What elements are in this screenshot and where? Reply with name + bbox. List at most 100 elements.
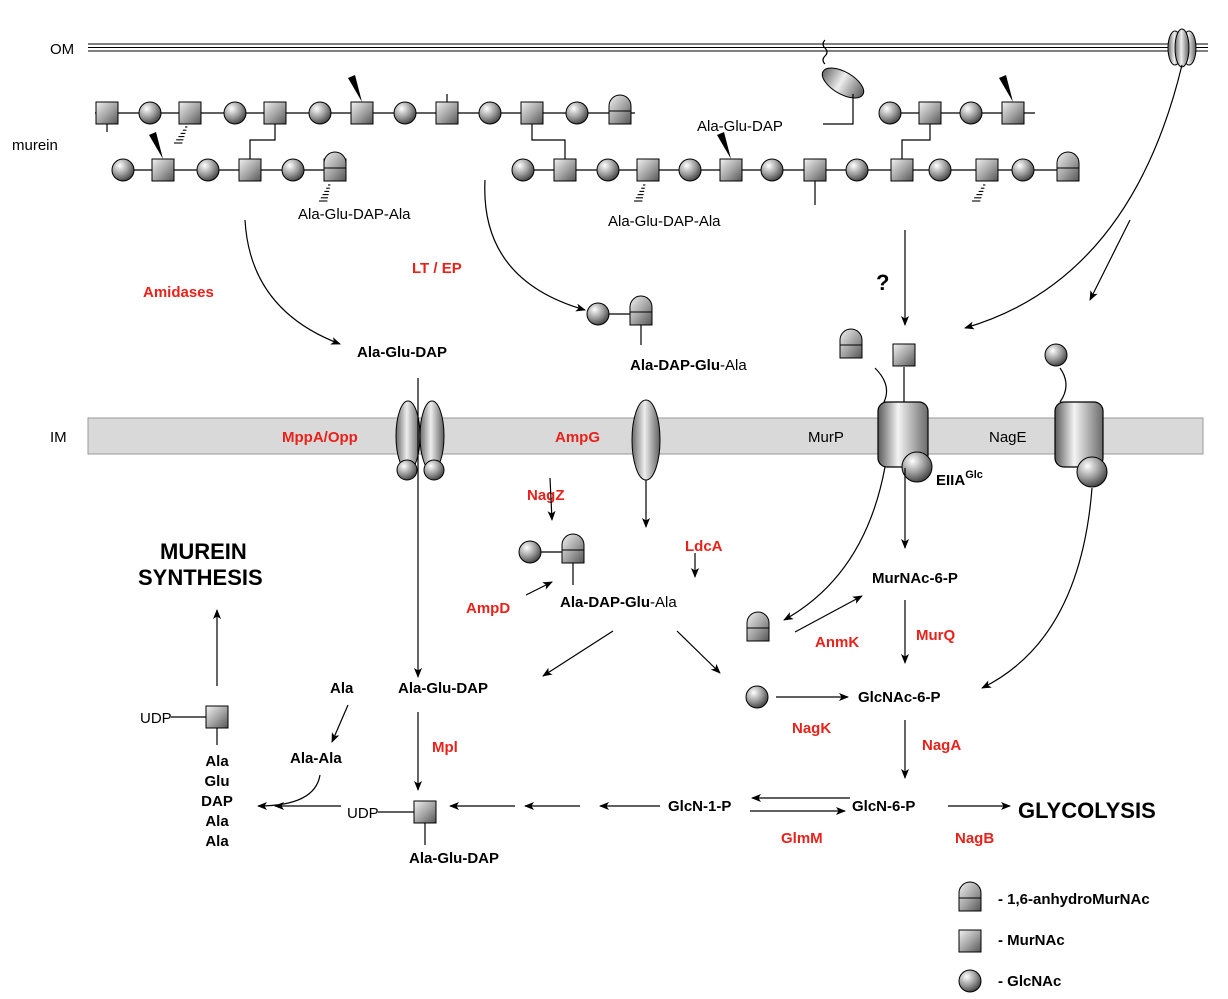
enzyme-amidases: Amidases: [143, 284, 214, 301]
murnac-icon: [1002, 102, 1024, 124]
ampg-transporter: [632, 400, 660, 480]
glcn-1-p: GlcN-1-P: [668, 798, 731, 815]
murnac-icon: [637, 159, 659, 181]
enzyme-glmm: GlmM: [781, 830, 823, 847]
glcnac-icon: [139, 102, 161, 124]
om-porin: [1168, 29, 1196, 67]
enzyme-ampg: AmpG: [555, 429, 600, 446]
glcnac-icon: [512, 159, 534, 181]
ala-ala-label: Ala-Ala: [290, 750, 342, 767]
murnac-icon: [179, 102, 201, 124]
enzyme-naga: NagA: [922, 737, 961, 754]
murp-entry: [875, 368, 887, 402]
enzyme-lt-ep: LT / EP: [412, 260, 462, 277]
glcnac-icon: [960, 102, 982, 124]
arrow-ala: [332, 705, 348, 742]
anhydromurnac-icon: [959, 882, 981, 911]
enzyme-ldca: LdcA: [685, 538, 723, 555]
wedge-bond: [348, 75, 362, 102]
legend: - 1,6-anhydroMurNAc - MurNAc - GlcNAc: [959, 882, 1150, 992]
arrow-lt-ep: [485, 180, 585, 310]
murein-synthesis-line-2: SYNTHESIS: [138, 565, 263, 590]
lipoprotein: [818, 40, 869, 124]
enzyme-nagb: NagB: [955, 830, 994, 847]
pentapeptide-residue: Ala: [205, 753, 229, 770]
pentapeptide-residue: Glu: [205, 773, 230, 790]
murnac-icon: [521, 102, 543, 124]
legend-anhydromurnac-label: - 1,6-anhydroMurNAc: [998, 891, 1150, 908]
glcnac-icon: [282, 159, 304, 181]
murnac-icon: [976, 159, 998, 181]
pentapeptide-residue: Ala: [205, 833, 229, 850]
legend-anhydromurnac-icon: [959, 882, 981, 911]
glcnac-icon: [746, 686, 768, 708]
anhydromurnac-icon: [324, 152, 346, 181]
glcnac-icon: [587, 303, 609, 325]
arrow-murp-anhydro: [784, 467, 885, 620]
murnac-icon: [264, 102, 286, 124]
glcnac-icon: [519, 541, 541, 563]
anhydromurnac-icon: [609, 95, 631, 124]
glcnac-icon: [112, 159, 134, 181]
murein-synthesis-line-1: MUREIN: [160, 539, 247, 564]
pentapeptide-residue: DAP: [201, 793, 233, 810]
arrow-porin-glcnac: [1090, 220, 1130, 300]
anhydromurnac-icon: [747, 612, 769, 641]
murnac-icon: [351, 102, 373, 124]
wedge-bond: [999, 75, 1013, 102]
murnac-icon: [893, 344, 915, 366]
legend-glcnac-icon: [959, 970, 981, 992]
anhydromurnac-icon: [1057, 152, 1079, 181]
cyto-muropeptide-peptide: Ala-DAP-Glu-Ala: [560, 594, 677, 611]
glcnac-icon: [479, 102, 501, 124]
arrow-nage-glcnac6p: [982, 488, 1092, 688]
glcnac-icon: [959, 970, 981, 992]
nage-transporter: [1055, 402, 1107, 487]
stem-peptide-left: Ala-Glu-DAP-Ala: [298, 206, 411, 223]
arrow-porin-murnac: [965, 65, 1182, 328]
tripeptide-periplasm: Ala-Glu-DAP: [357, 344, 447, 361]
murnac-icon: [959, 930, 981, 952]
inner-membrane-label: IM: [50, 429, 67, 446]
udp-label-tripeptide: UDP: [347, 805, 379, 822]
glcnac-icon: [566, 102, 588, 124]
outer-membrane: [88, 44, 1208, 51]
glcnac-icon: [309, 102, 331, 124]
legend-murnac-icon: [959, 930, 981, 952]
enzyme-nagz: NagZ: [527, 487, 565, 504]
ala-label: Ala: [330, 680, 354, 697]
arrow-anmk: [795, 596, 862, 632]
arrow-ala-ala: [258, 775, 320, 806]
glcnac-icon: [679, 159, 701, 181]
murnac-icon: [554, 159, 576, 181]
glcnac-icon: [597, 159, 619, 181]
mppa-opp-transporter: [396, 401, 444, 480]
murnac-icon: [891, 159, 913, 181]
enzyme-anmk: AnmK: [815, 634, 859, 651]
murnac-icon: [919, 102, 941, 124]
anhydromurnac-icon: [562, 534, 584, 563]
enzyme-nagk: NagK: [792, 720, 831, 737]
wedge-bond: [149, 132, 163, 159]
murein-label: murein: [12, 137, 58, 154]
eiia-label: EIIAGlc: [936, 469, 983, 489]
stem-peptide-mid: Ala-Glu-DAP-Ala: [608, 213, 721, 230]
murein-strands: [95, 75, 1079, 205]
murnac-icon: [804, 159, 826, 181]
murnac-6-p: MurNAc-6-P: [872, 570, 958, 587]
murnac-icon: [239, 159, 261, 181]
crosslink-peptide: Ala-Glu-DAP: [697, 118, 783, 135]
glcnac-icon: [846, 159, 868, 181]
murnac-icon: [96, 102, 118, 124]
tripeptide-cyto: Ala-Glu-DAP: [398, 680, 488, 697]
arrow-amidases: [245, 220, 340, 344]
glcnac-icon: [394, 102, 416, 124]
legend-murnac-label: - MurNAc: [998, 932, 1065, 949]
murnac-icon: [720, 159, 742, 181]
nage-entry: [1060, 368, 1066, 402]
udp-label-pentapeptide: UDP: [140, 710, 172, 727]
glycolysis-label: GLYCOLYSIS: [1018, 798, 1156, 823]
glcnac-icon: [1045, 344, 1067, 366]
